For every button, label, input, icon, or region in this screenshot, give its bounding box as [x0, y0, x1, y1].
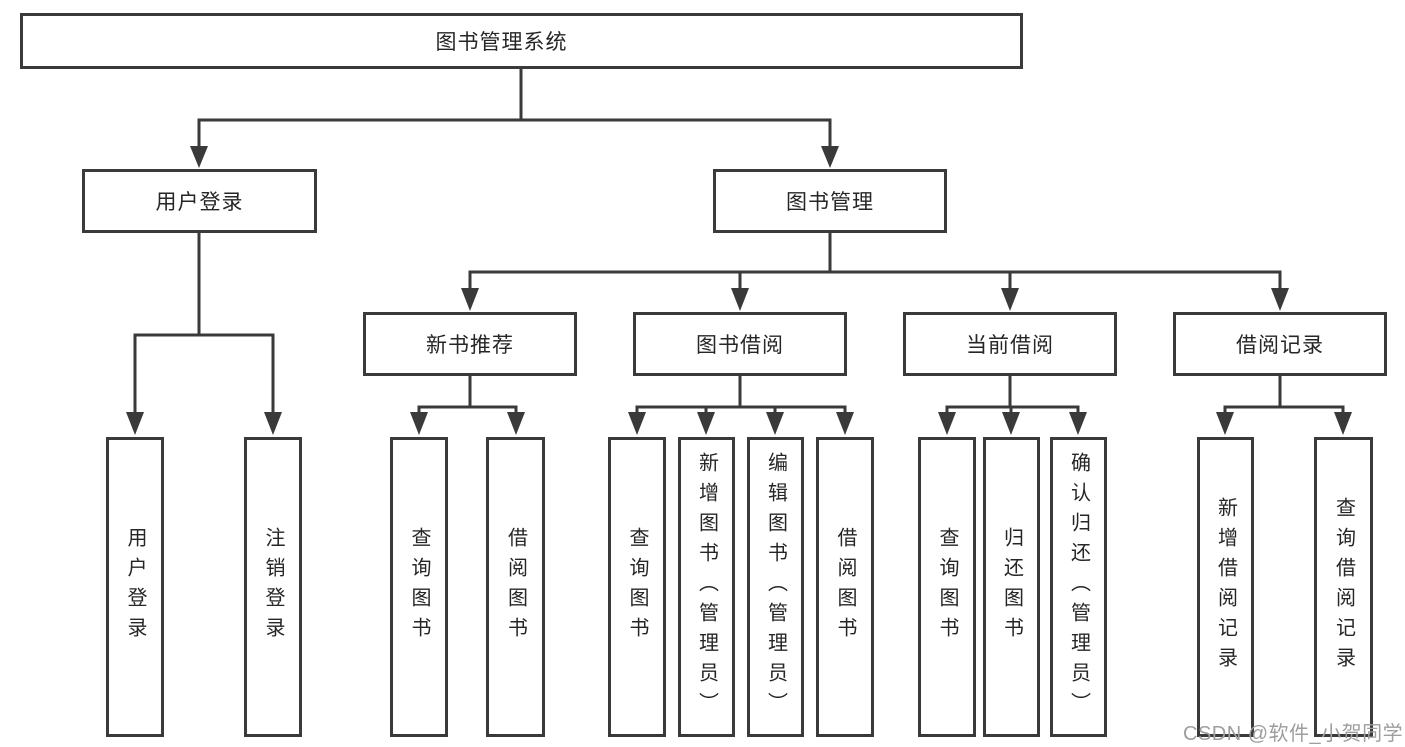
arrow-down-icon	[1216, 412, 1234, 435]
watermark: CSDN @软件_小贺同学	[1183, 723, 1404, 745]
node-label: 归还图书	[1000, 527, 1023, 647]
node-label: 借阅图书	[504, 527, 527, 647]
arrow-down-icon	[731, 288, 749, 311]
node-book-borrow: 图书借阅	[633, 312, 847, 376]
leaf-logout: 注销登录	[244, 437, 302, 737]
arrow-down-icon	[507, 412, 525, 435]
connector	[1223, 405, 1345, 414]
connector	[417, 405, 518, 414]
arrow-down-icon	[821, 146, 839, 168]
arrow-down-icon	[461, 288, 479, 311]
leaf-edit-books-admin: 编辑图书（管理员）	[747, 437, 804, 737]
node-label: 注销登录	[262, 527, 284, 647]
leaf-query-books-recommend: 查询图书	[390, 437, 448, 737]
arrow-down-icon	[1334, 412, 1352, 435]
arrow-down-icon	[1001, 288, 1019, 311]
arrow-down-icon	[766, 412, 784, 435]
node-label: 新增图书（管理员）	[695, 452, 718, 722]
node-label: 查询借阅记录	[1332, 497, 1355, 677]
node-label: 用户登录	[124, 527, 146, 647]
arrow-down-icon	[628, 412, 646, 435]
node-borrow-records: 借阅记录	[1173, 312, 1387, 376]
leaf-add-borrow-record: 新增借阅记录	[1197, 437, 1254, 737]
node-label: 编辑图书（管理员）	[764, 452, 787, 722]
node-user-login: 用户登录	[82, 169, 317, 233]
node-label: 确认归还（管理员）	[1067, 452, 1090, 722]
connector	[133, 333, 275, 414]
arrow-down-icon	[264, 412, 282, 435]
leaf-query-books-borrow: 查询图书	[608, 437, 666, 737]
node-label: 新书推荐	[426, 334, 514, 357]
node-label: 新增借阅记录	[1214, 497, 1237, 677]
node-label: 图书管理	[786, 191, 874, 214]
leaf-add-books-admin: 新增图书（管理员）	[678, 437, 735, 737]
arrow-down-icon	[836, 412, 854, 435]
leaf-user-login: 用户登录	[106, 437, 164, 737]
node-label: 查询图书	[626, 527, 648, 647]
arrow-down-icon	[1069, 412, 1087, 435]
connector	[197, 118, 832, 148]
arrow-down-icon	[126, 412, 144, 435]
node-new-book-recommend: 新书推荐	[363, 312, 577, 376]
arrow-down-icon	[938, 412, 956, 435]
arrow-down-icon	[1271, 288, 1289, 311]
node-label: 用户登录	[155, 191, 244, 214]
node-label: 查询图书	[936, 527, 958, 647]
connector	[635, 405, 847, 414]
leaf-borrow-books: 借阅图书	[816, 437, 874, 737]
node-label: 图书管理系统	[435, 31, 568, 54]
node-label: 当前借阅	[966, 334, 1054, 357]
arrow-down-icon	[697, 412, 715, 435]
node-label: 借阅图书	[834, 527, 856, 647]
node-label: 图书借阅	[696, 334, 784, 357]
node-current-borrow: 当前借阅	[903, 312, 1117, 376]
leaf-return-books: 归还图书	[983, 437, 1040, 737]
arrow-down-icon	[1002, 412, 1020, 435]
connector	[468, 270, 1282, 289]
leaf-borrow-books-recommend: 借阅图书	[486, 437, 545, 737]
node-label: 查询图书	[408, 527, 430, 647]
leaf-query-borrow-record: 查询借阅记录	[1314, 437, 1373, 737]
node-library-system: 图书管理系统	[20, 13, 1023, 69]
node-book-management: 图书管理	[713, 169, 947, 233]
leaf-confirm-return-admin: 确认归还（管理员）	[1050, 437, 1107, 737]
node-label: 借阅记录	[1236, 334, 1324, 357]
leaf-query-books-current: 查询图书	[918, 437, 976, 737]
arrow-down-icon	[190, 146, 208, 168]
arrow-down-icon	[410, 412, 428, 435]
